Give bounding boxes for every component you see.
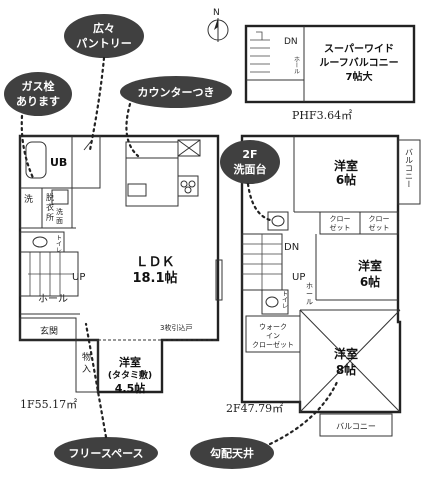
first-hall-label: ホール [38, 293, 68, 305]
washroom-char1: 脱 [46, 192, 54, 202]
entrance-label: 玄関 [40, 325, 58, 337]
ub-label: UB [50, 156, 67, 169]
first-toilet-char2: イ [56, 241, 62, 248]
washitsu-type: (タタミ敷) [108, 369, 152, 381]
callout-pantry: 広々 パントリー [64, 14, 144, 152]
penthouse-area: PHF3.64㎡ [292, 109, 352, 122]
penthouse-stairs [250, 31, 270, 73]
closet1-line2: ゼット [330, 223, 351, 232]
roof-balcony-line2: ルーフバルコニー [319, 57, 398, 69]
second-hall-char1: ホ [306, 282, 313, 290]
callout-pantry-line1: 広々 [93, 21, 115, 35]
washroom-char3: 所 [46, 212, 54, 222]
washroom-char2: 衣 [46, 202, 54, 212]
second-up-label: UP [292, 272, 305, 283]
closet2-line2: ゼット [369, 223, 390, 232]
ldk-size: 18.1帖 [132, 270, 177, 286]
first-floor-stairs [19, 251, 79, 297]
second-toilet-char2: イ [282, 297, 288, 304]
callout-washbasin: 2F 洗面台 [220, 140, 280, 222]
roof-balcony-line1: スーパーワイド [324, 43, 394, 55]
sliding-door-note: 3枚引込戸 [160, 323, 192, 332]
first-floor: UB 洗 脱 衣 所 洗 面 UP ト イ レ ホール 玄関 [18, 134, 223, 411]
compass: N [207, 8, 229, 42]
washitsu-size: 4.5帖 [115, 381, 146, 395]
balcony1-label: バルコニー [405, 148, 414, 188]
bed2-label: 洋室 [358, 258, 382, 273]
penthouse-dn: DN [284, 37, 298, 47]
callout-counter: カウンターつき [120, 76, 232, 158]
balcony2-label: バルコニー [336, 422, 376, 431]
second-dn-label: DN [284, 242, 299, 253]
second-floor-area: 2F47.79㎡ [226, 402, 283, 415]
first-up-label: UP [72, 272, 85, 283]
callout-counter-text: カウンターつき [138, 86, 215, 99]
wash-label: 洗 [24, 193, 33, 205]
first-floor-area: 1F55.17㎡ [20, 398, 77, 411]
callout-free-space: フリースペース [54, 322, 158, 469]
bed1-label: 洋室 [334, 158, 358, 173]
storage-char1: 物 [82, 351, 91, 363]
closet2-line1: クロー [369, 215, 390, 223]
callout-pantry-line2: パントリー [76, 37, 132, 50]
first-toilet-char1: ト [56, 235, 62, 242]
second-floor: バルコニー 洋室 6帖 クロー ゼット クロー ゼット DN UP ホ ー ル … [226, 134, 421, 437]
penthouse-floor: DN ホール スーパーワイド ルーフバルコニー 7帖大 PHF3.64㎡ [244, 24, 416, 122]
bed3-size: 8帖 [336, 362, 356, 377]
bed2-size: 6帖 [360, 274, 380, 289]
second-floor-stairs [241, 233, 283, 291]
wic-line1: ウォーク [259, 323, 287, 331]
callout-washbasin-line1: 2F [242, 148, 257, 161]
bed1-size: 6帖 [336, 172, 356, 187]
callout-sloped-ceiling: 勾配天井 [190, 378, 340, 469]
wic-line2: イン [266, 332, 280, 340]
penthouse-hall: ホール [293, 56, 300, 74]
compass-north-label: N [213, 8, 220, 18]
laundry-label2: 面 [56, 217, 63, 225]
callout-gas: ガス栓 あります [4, 72, 72, 182]
second-hall-char3: ル [306, 298, 313, 306]
second-toilet-char3: レ [282, 303, 288, 310]
washitsu-label: 洋室 [119, 355, 141, 369]
callout-washbasin-line2: 洗面台 [234, 162, 267, 176]
callout-sloped-ceiling-text: 勾配天井 [210, 446, 254, 460]
callout-free-space-text: フリースペース [68, 447, 143, 460]
second-toilet-char1: ト [282, 291, 288, 298]
laundry-label1: 洗 [56, 207, 63, 216]
callout-gas-line2: あります [16, 95, 60, 108]
storage-char2: 入 [82, 364, 91, 375]
ldk-label: ＬＤＫ [135, 255, 174, 270]
roof-balcony-line3: 7帖大 [346, 70, 373, 83]
second-hall-char2: ー [306, 290, 313, 298]
wic-line3: クローゼット [252, 340, 294, 349]
bed3-label: 洋室 [334, 346, 358, 361]
closet1-line1: クロー [330, 215, 351, 223]
first-toilet-char3: レ [56, 247, 62, 254]
callout-gas-line1: ガス栓 [22, 79, 55, 93]
